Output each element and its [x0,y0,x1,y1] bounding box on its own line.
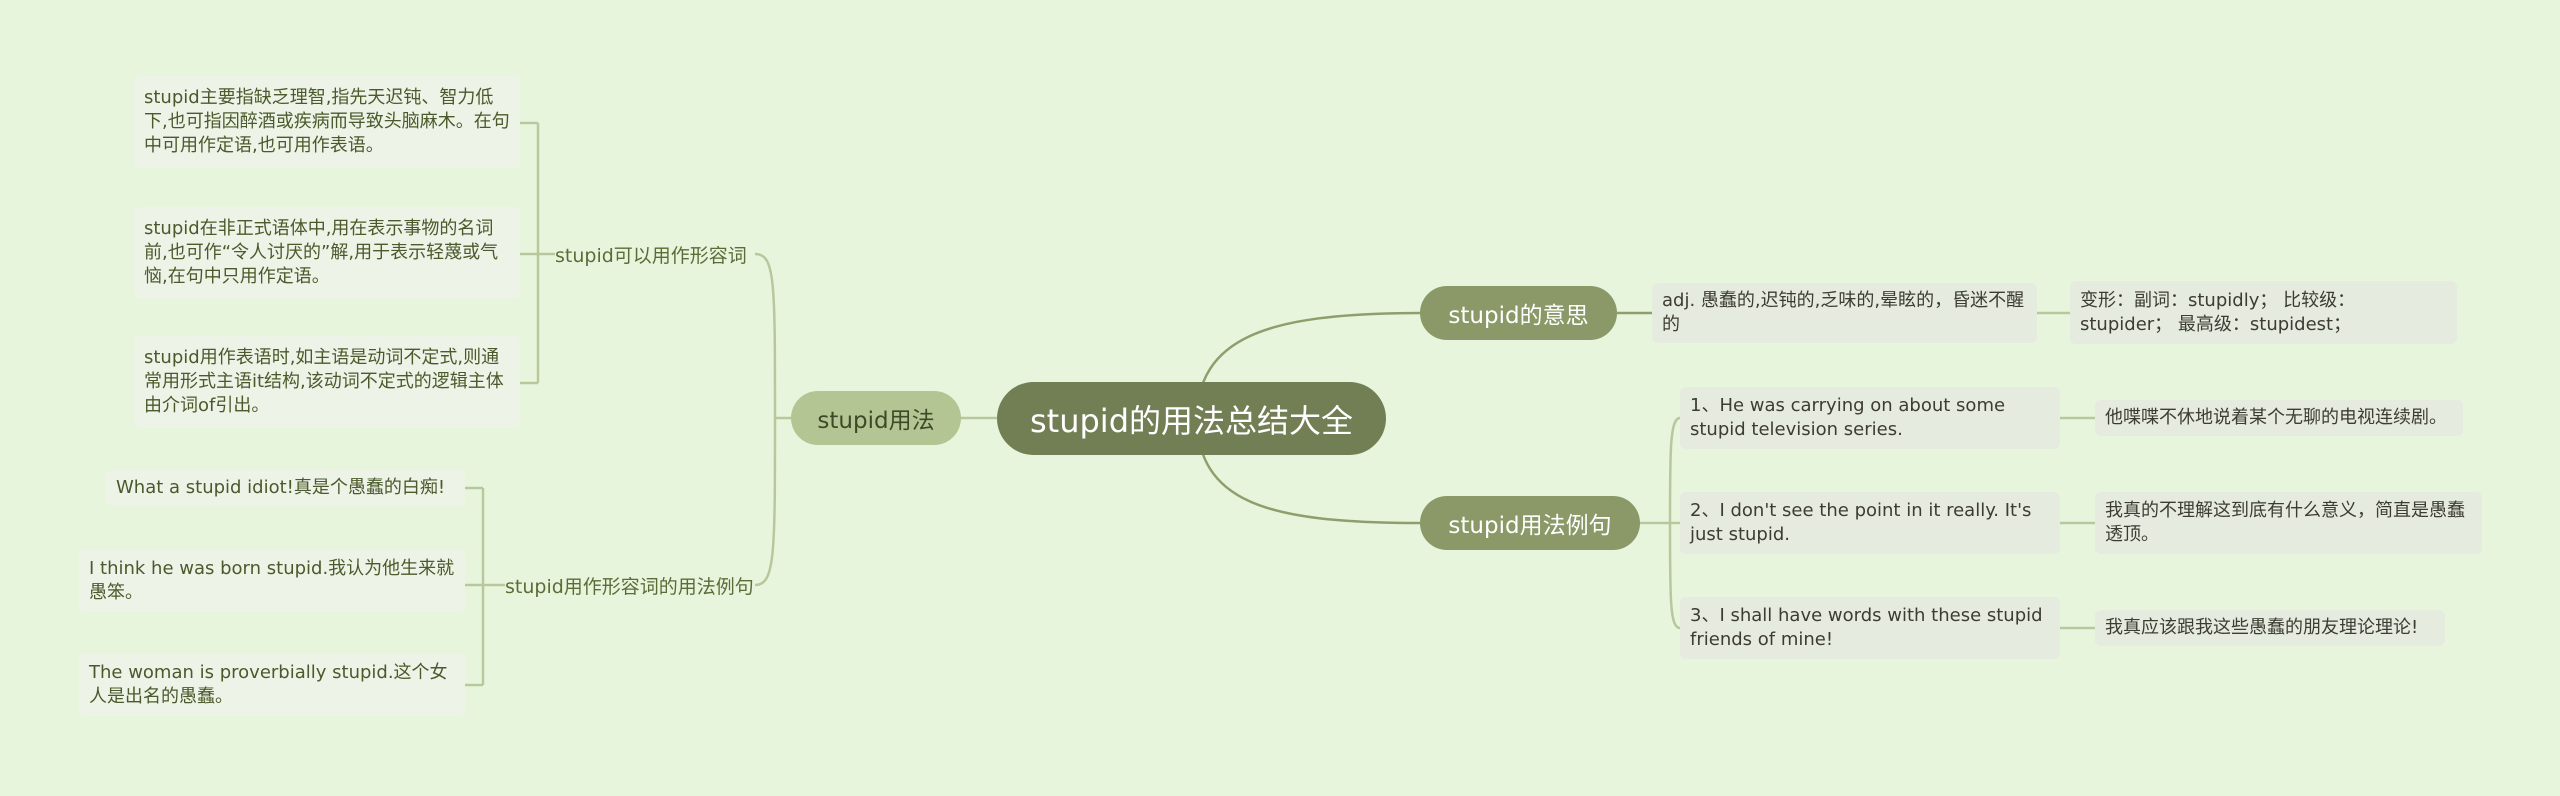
sentence-en-3[interactable]: 3、I shall have words with these stupid f… [1680,597,2060,659]
branch-sentences-label: stupid用法例句 [1448,513,1612,539]
sentence-zh-3-text: 我真应该跟我这些愚蠢的朋友理论理论! [2105,617,2419,638]
usage-adjective-label[interactable]: stupid可以用作形容词 [555,240,755,268]
example-sentence-3[interactable]: The woman is proverbially stupid.这个女人是出名… [79,654,465,716]
root-title: stupid的用法总结大全 [1029,401,1354,440]
adjective-note-1-text: stupid主要指缺乏理智,指先天迟钝、智力低下,也可指因醉酒或疾病而导致头脑麻… [144,87,510,156]
edge-adjective-bracket [520,121,555,385]
meaning-forms[interactable]: 变形：副词：stupidly； 比较级：stupider； 最高级：stupid… [2070,281,2457,344]
sentence-zh-1-text: 他喋喋不休地说着某个无聊的电视连续剧。 [2105,407,2447,428]
sentence-en-2[interactable]: 2、I don't see the point in it really. It… [1680,492,2060,554]
meaning-definition[interactable]: adj. 愚蠢的,迟钝的,乏味的,晕眩的，昏迷不醒的 [1652,283,2037,343]
example-sentence-2[interactable]: I think he was born stupid.我认为他生来就愚笨。 [79,550,465,612]
sentence-en-2-text: 2、I don't see the point in it really. It… [1690,500,2032,545]
adjective-note-2-text: stupid在非正式语体中,用在表示事物的名词前,也可作“令人讨厌的”解,用于表… [144,218,499,287]
example-sentence-1[interactable]: What a stupid idiot!真是个愚蠢的白痴! [106,470,465,506]
adjective-note-2[interactable]: stupid在非正式语体中,用在表示事物的名词前,也可作“令人讨厌的”解,用于表… [134,207,520,299]
example-sentence-2-text: I think he was born stupid.我认为他生来就愚笨。 [89,558,455,603]
edge-usage-examples [754,417,777,587]
branch-meaning-label: stupid的意思 [1448,303,1589,329]
adjective-note-3[interactable]: stupid用作表语时,如主语是动词不定式,则通常用形式主语it结构,该动词不定… [134,336,520,428]
example-sentence-3-text: The woman is proverbially stupid.这个女人是出名… [89,662,448,707]
sentence-zh-3[interactable]: 我真应该跟我这些愚蠢的朋友理论理论! [2095,610,2445,646]
edge-sentence-3 [1668,522,1681,630]
adjective-note-1[interactable]: stupid主要指缺乏理智,指先天迟钝、智力低下,也可指因醉酒或疾病而导致头脑麻… [134,76,520,168]
usage-examples-label-text: stupid用作形容词的用法例句 [505,575,754,598]
adjective-note-3-text: stupid用作表语时,如主语是动词不定式,则通常用形式主语it结构,该动词不定… [144,347,504,416]
usage-adjective-label-text: stupid可以用作形容词 [555,244,747,267]
sentence-en-1-text: 1、He was carrying on about some stupid t… [1690,395,2006,440]
example-sentence-1-text: What a stupid idiot!真是个愚蠢的白痴! [116,477,446,498]
branch-usage[interactable]: stupid用法 [791,391,961,445]
sentence-zh-2[interactable]: 我真的不理解这到底有什么意义，简直是愚蠢透顶。 [2095,492,2482,554]
meaning-forms-text: 变形：副词：stupidly； 比较级：stupider； 最高级：stupid… [2080,289,2356,335]
branch-meaning[interactable]: stupid的意思 [1420,286,1617,340]
edge-sentence-1 [1668,416,1681,524]
branch-sentences[interactable]: stupid用法例句 [1420,496,1640,550]
root-topic[interactable]: stupid的用法总结大全 [997,382,1386,455]
sentence-en-1[interactable]: 1、He was carrying on about some stupid t… [1680,387,2060,449]
sentence-en-3-text: 3、I shall have words with these stupid f… [1690,605,2043,650]
usage-examples-label[interactable]: stupid用作形容词的用法例句 [505,571,755,599]
sentence-zh-1[interactable]: 他喋喋不休地说着某个无聊的电视连续剧。 [2095,400,2463,436]
branch-usage-label: stupid用法 [817,408,935,434]
edge-examples-bracket [465,486,505,687]
sentence-zh-2-text: 我真的不理解这到底有什么意义，简直是愚蠢透顶。 [2105,500,2465,545]
meaning-definition-text: adj. 愚蠢的,迟钝的,乏味的,晕眩的，昏迷不醒的 [1662,290,2025,335]
edge-usage-adjective [754,252,777,419]
